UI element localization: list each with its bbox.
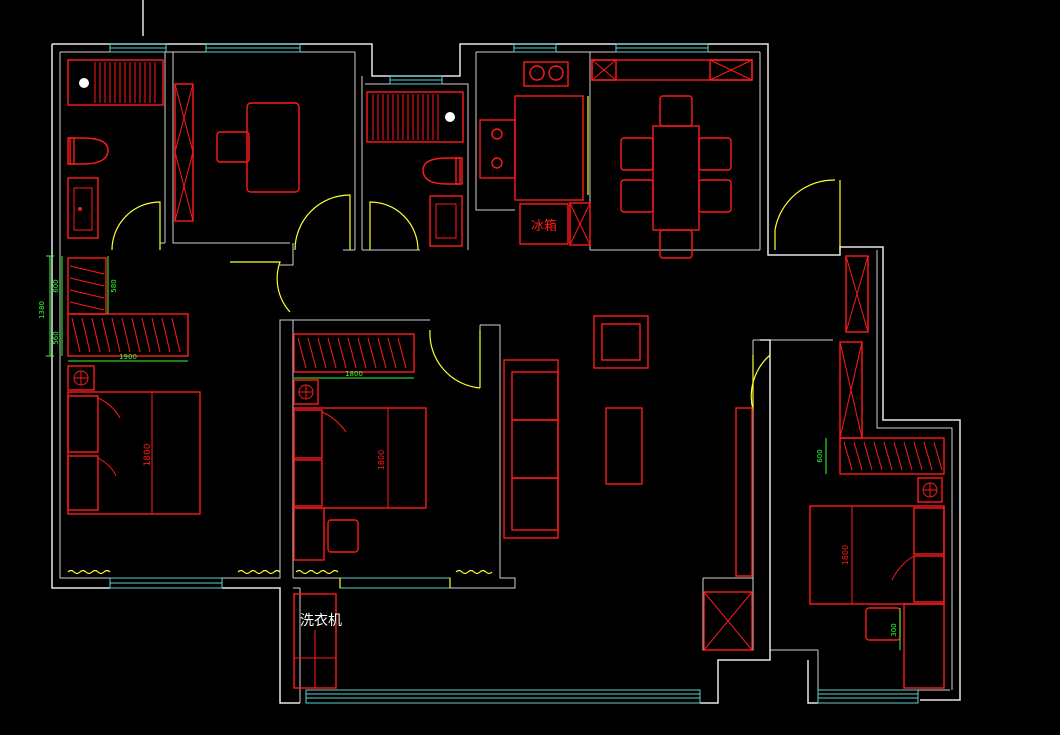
dim-1380: 1380 bbox=[38, 301, 46, 319]
entry-cabinet bbox=[839, 255, 869, 439]
kitchen-sink bbox=[523, 61, 569, 87]
dim-300: 300 bbox=[890, 623, 898, 636]
toilet-1 bbox=[67, 137, 109, 165]
tv-cabinet bbox=[735, 407, 753, 577]
armchair bbox=[593, 315, 649, 369]
dimensions: 1380 600 560 580 1900 1800 600 300 bbox=[38, 255, 901, 650]
sink-2 bbox=[429, 195, 463, 247]
shower-tray-1 bbox=[67, 59, 164, 106]
desk-2 bbox=[293, 507, 359, 561]
kitchen-counter bbox=[479, 95, 584, 201]
dim-600: 600 bbox=[52, 279, 60, 292]
toilet-2 bbox=[422, 157, 463, 185]
furniture: 冰箱 bbox=[67, 59, 945, 689]
sink-1 bbox=[67, 177, 99, 239]
doors bbox=[111, 96, 841, 588]
shower-tray-2 bbox=[366, 91, 464, 143]
bed-2-size: 1800 bbox=[377, 450, 386, 470]
dining-cabinet bbox=[591, 59, 753, 81]
windows bbox=[109, 43, 919, 704]
wardrobe-3 bbox=[839, 437, 945, 475]
wardrobe-1 bbox=[67, 257, 189, 357]
coffee-table bbox=[605, 407, 643, 485]
dim-600-b: 600 bbox=[816, 449, 824, 462]
dim-560: 560 bbox=[52, 331, 60, 344]
sofa bbox=[503, 359, 559, 539]
wall-hatch bbox=[67, 569, 493, 575]
bed-2: 1800 bbox=[293, 379, 427, 509]
fridge: 冰箱 bbox=[519, 203, 569, 245]
wardrobe-1-width: 1900 bbox=[119, 353, 137, 361]
bed-3-size: 1800 bbox=[841, 545, 850, 565]
wardrobe-2-width: 1800 bbox=[345, 370, 363, 378]
desk-3 bbox=[865, 603, 945, 689]
washing-machine-label: 洗衣机 bbox=[300, 613, 342, 629]
study-desk bbox=[216, 102, 300, 193]
dim-580: 580 bbox=[110, 279, 118, 292]
storage-box bbox=[703, 591, 753, 651]
fridge-label: 冰箱 bbox=[531, 218, 557, 234]
laundry-cabinet bbox=[293, 593, 337, 689]
wardrobe-2 bbox=[293, 333, 415, 373]
bed-1-size: 1800 bbox=[143, 443, 153, 466]
study-cabinet bbox=[174, 83, 194, 222]
kitchen-cabinet bbox=[569, 202, 591, 246]
walls bbox=[51, 0, 961, 704]
bed-3: 1800 bbox=[809, 477, 945, 605]
bed-1: 1800 bbox=[67, 365, 201, 515]
dining-table bbox=[620, 95, 732, 259]
